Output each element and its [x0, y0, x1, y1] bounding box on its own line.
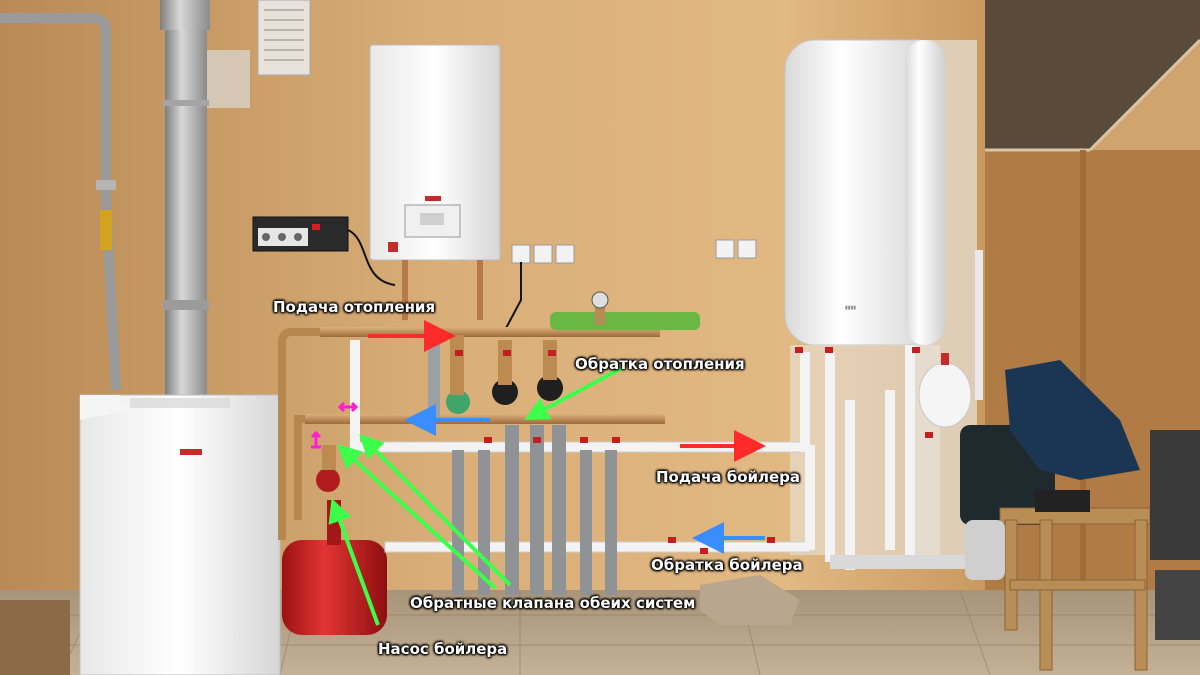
heating-return-label: Обратка отопления: [575, 355, 745, 373]
check-valve-pointer-2: [337, 444, 497, 590]
copper-manifold-top: [320, 327, 660, 337]
gas-pipe: [0, 13, 121, 391]
boiler-supply-label: Подача бойлера: [656, 468, 801, 486]
boiler-return-label: Обратка бойлера: [651, 556, 803, 574]
white-expansion-tank: [918, 362, 972, 428]
blue-tarp: [1005, 360, 1140, 480]
wall-sockets: [511, 239, 757, 264]
ceiling-slope: [985, 0, 1200, 150]
electric-boiler: [369, 44, 501, 261]
red-expansion-tank: [282, 540, 387, 635]
floor-boiler: [79, 394, 281, 675]
check-valves-label: Обратные клапана обеих систем: [410, 594, 696, 612]
wooden-stool: [999, 507, 1151, 671]
heating-return-pointer: [524, 366, 623, 420]
grey-riser-pipes: [452, 425, 617, 595]
boiler-pump-pointer: [328, 498, 380, 626]
magenta-markers: [310, 401, 359, 449]
boiler-pump-label: Насос бойлера: [378, 640, 508, 658]
vent-grille: [257, 0, 311, 76]
chimney-pipe: [165, 15, 207, 395]
cloth-rag: [700, 575, 800, 625]
check-valve-pointer-1: [359, 434, 512, 587]
tank-brand-mark: ▮▮▮▮: [845, 305, 857, 311]
heating-supply-label: Подача отопления: [273, 298, 436, 316]
